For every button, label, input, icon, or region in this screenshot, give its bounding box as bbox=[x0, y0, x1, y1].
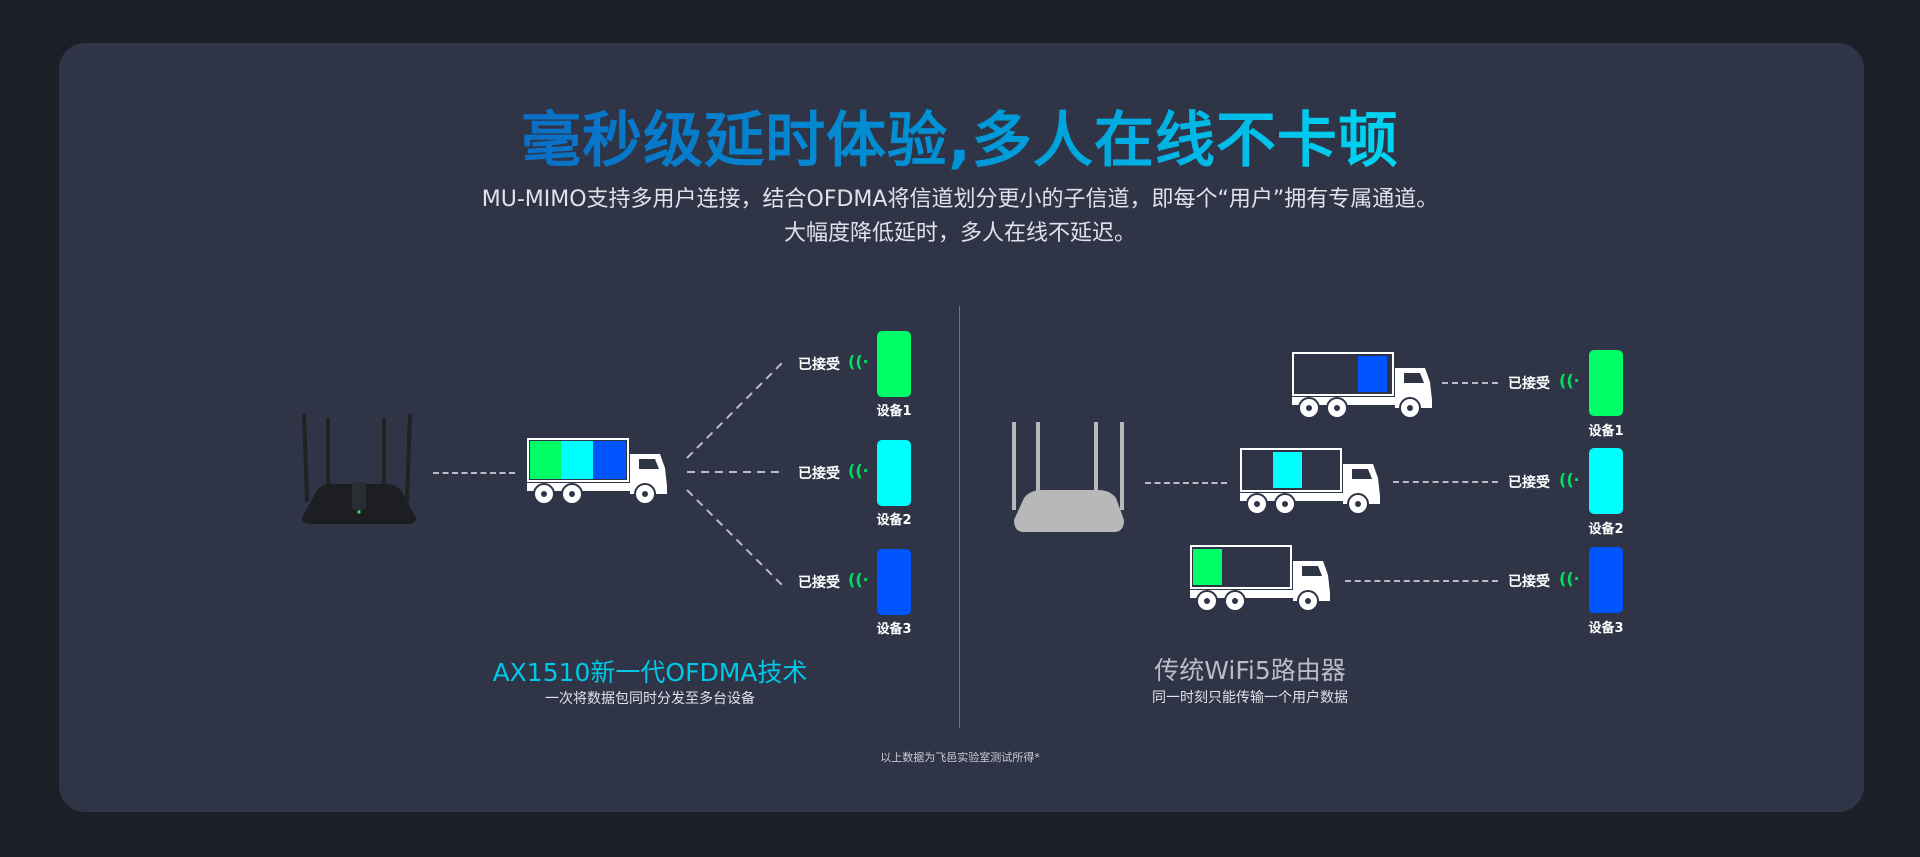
device1-status: 已接受 bbox=[1508, 376, 1550, 392]
device2-label: 设备2 bbox=[876, 513, 912, 528]
device2-icon bbox=[1589, 448, 1623, 514]
wifi5-title: 传统WiFi5路由器 bbox=[1154, 656, 1346, 685]
device2-label: 设备2 bbox=[1588, 522, 1624, 537]
wifi5-truck2-icon bbox=[1240, 448, 1380, 515]
device3-icon bbox=[877, 549, 911, 615]
wifi5-truck1-icon bbox=[1292, 352, 1432, 419]
device3-status: 已接受 bbox=[1508, 574, 1550, 590]
wifi5-router-icon bbox=[1012, 422, 1124, 532]
subtitle-line-1: MU-MIMO支持多用户连接，结合OFDMA将信道划分更小的子信道，即每个“用户… bbox=[481, 187, 1439, 212]
device3-icon bbox=[1589, 547, 1623, 613]
wifi-signal-icon: ((· bbox=[1559, 569, 1580, 588]
device1-icon bbox=[877, 331, 911, 397]
wifi-signal-icon: ((· bbox=[848, 570, 869, 589]
device1-label: 设备1 bbox=[1588, 424, 1624, 439]
wifi-signal-icon: ((· bbox=[848, 352, 869, 371]
ofdma-truck-icon bbox=[527, 438, 667, 505]
truck3-to-device-line bbox=[1345, 580, 1498, 582]
ax1510-router-icon bbox=[302, 413, 416, 524]
ofdma-title: AX1510新一代OFDMA技术 bbox=[492, 658, 808, 687]
wifi5-truck3-icon bbox=[1190, 545, 1330, 612]
device2-status: 已接受 bbox=[798, 466, 840, 482]
wifi-signal-icon: ((· bbox=[1559, 470, 1580, 489]
device3-label: 设备3 bbox=[876, 622, 912, 637]
feature-card bbox=[59, 43, 1864, 812]
wifi5-subtitle: 同一时刻只能传输一个用户数据 bbox=[1152, 690, 1348, 706]
truck1-to-device-line bbox=[1442, 382, 1498, 384]
ofdma-subtitle: 一次将数据包同时分发至多台设备 bbox=[545, 691, 755, 707]
device1-icon bbox=[1589, 350, 1623, 416]
device1-status: 已接受 bbox=[798, 357, 840, 373]
page-title: 毫秒级延时体验,多人在线不卡顿 bbox=[521, 92, 1399, 179]
router-to-truck2-line bbox=[1145, 482, 1227, 484]
device3-status: 已接受 bbox=[798, 575, 840, 591]
router-to-truck-line bbox=[433, 472, 515, 474]
subtitle-line-2: 大幅度降低延时，多人在线不延迟。 bbox=[783, 221, 1136, 246]
wifi-signal-icon: ((· bbox=[848, 461, 869, 480]
device2-icon bbox=[877, 440, 911, 506]
device3-label: 设备3 bbox=[1588, 621, 1624, 636]
device2-status: 已接受 bbox=[1508, 475, 1550, 491]
ofdma-distribution-lines bbox=[686, 361, 785, 587]
device1-label: 设备1 bbox=[876, 404, 912, 419]
footnote: 以上数据为飞邑实验室测试所得* bbox=[880, 751, 1040, 764]
section-divider bbox=[959, 306, 960, 728]
wifi-signal-icon: ((· bbox=[1559, 371, 1580, 390]
truck2-to-device-line bbox=[1393, 481, 1498, 483]
